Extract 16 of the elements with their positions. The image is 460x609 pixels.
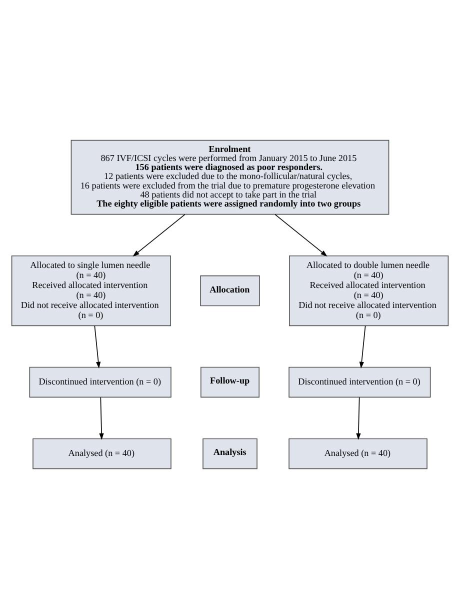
node-box: Enrolment 867 IVF/ICSI cycles were performed from January 2015 to June 2015 156 patients were diagnosed as poor responders. 12 patients were excluded due to the mono-follicular/natural cycles, 16 patients were excluded from the trial due to premature progesterone elevation 48 patients did not accept to take part in the trial The eighty eligible patients were assigned randomly into two groups	[70, 140, 390, 215]
arrow	[356, 397, 361, 440]
arrow	[274, 214, 328, 257]
node-box: Allocation	[200, 275, 260, 306]
node-box: Allocated to double lumen needle (n = 40) Received allocated intervention (n = 40) Did not receive allocated intervention (n = 0)	[289, 255, 449, 326]
node-box: Follow-up	[200, 366, 260, 398]
arrow	[99, 397, 104, 440]
node-box: Discontinued intervention (n = 0)	[29, 366, 172, 398]
node-box: Analysed (n = 40)	[288, 438, 428, 470]
arrow	[94, 325, 101, 368]
node-box: Discontinued intervention (n = 0)	[288, 366, 431, 398]
arrow	[132, 214, 186, 257]
arrow	[359, 325, 366, 368]
node-box: Analysis	[202, 438, 258, 470]
node-box: Allocated to single lumen needle (n = 40) Received allocated intervention (n = 40) Did not receive allocated intervention (n = 0)	[11, 255, 171, 326]
node-box: Analysed (n = 40)	[32, 438, 172, 470]
